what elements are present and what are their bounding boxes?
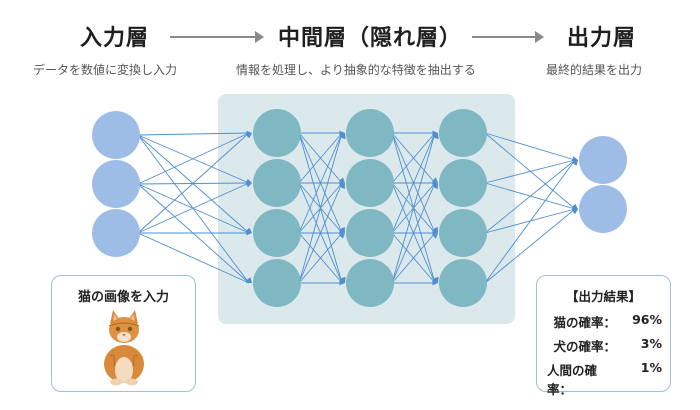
edge xyxy=(137,183,250,284)
hidden1-node xyxy=(253,109,301,157)
arrow-input-to-hidden xyxy=(170,31,264,43)
input-layer-title: 入力層 xyxy=(80,26,150,51)
edge xyxy=(484,159,576,234)
edge xyxy=(137,183,250,234)
hidden2-node xyxy=(346,159,394,207)
cat-image xyxy=(104,310,144,386)
edge xyxy=(484,159,576,284)
edge xyxy=(484,208,576,284)
edge xyxy=(391,132,436,184)
input-node xyxy=(92,160,140,208)
result-label-cat: 猫の確率： xyxy=(553,315,616,330)
edge xyxy=(137,132,250,234)
edge-arrowhead xyxy=(339,277,345,283)
hidden-layer-subtitle: 情報を処理し、より抽象的な特徴を抽出する xyxy=(236,63,476,77)
edge xyxy=(298,182,343,284)
edge xyxy=(137,134,250,284)
edge-arrowhead xyxy=(246,183,252,188)
hidden2-node xyxy=(346,109,394,157)
edge-arrowhead xyxy=(434,133,439,139)
input-node xyxy=(92,209,140,257)
edge-arrowhead xyxy=(340,183,345,189)
edge xyxy=(391,132,436,234)
hidden3-node xyxy=(439,109,487,157)
edge-arrowhead xyxy=(246,230,252,236)
edge xyxy=(391,232,436,284)
edge xyxy=(137,134,250,234)
output-result-caption: 【出力結果】 xyxy=(565,289,641,304)
edge-arrowhead xyxy=(339,233,345,239)
nodes xyxy=(92,109,627,307)
output-node xyxy=(579,136,627,184)
edge xyxy=(391,132,436,284)
edge-arrowhead xyxy=(246,133,252,139)
hidden-layer-title: 中間層（隠れ層） xyxy=(278,26,463,51)
output-result-box: 【出力結果】 猫の確率： 96% 犬の確率： 3% 人間の確率： 1% xyxy=(536,275,671,397)
edge xyxy=(484,159,576,184)
result-value-dog: 3% xyxy=(640,336,662,351)
edge xyxy=(137,132,250,185)
output-node xyxy=(579,185,627,233)
edge-arrowhead xyxy=(572,160,578,166)
result-label-dog: 犬の確率： xyxy=(553,339,616,354)
input-image-box: 猫の画像を入力 xyxy=(51,275,196,392)
edge-arrowhead xyxy=(339,227,345,233)
edge-arrowhead xyxy=(339,177,345,183)
edge xyxy=(137,132,250,136)
edge-arrowhead xyxy=(572,209,578,215)
input-node xyxy=(92,111,140,159)
edge-arrowhead xyxy=(432,233,438,239)
edge-arrowhead xyxy=(339,280,345,286)
hidden1-node xyxy=(253,209,301,257)
result-value-human: 1% xyxy=(640,360,662,375)
hidden1-node xyxy=(253,159,301,207)
output-layer-title: 出力層 xyxy=(567,26,637,51)
edge xyxy=(298,132,343,284)
edge xyxy=(298,132,343,184)
edge-arrowhead xyxy=(432,280,438,286)
edge-arrowhead xyxy=(341,133,346,139)
edge xyxy=(484,132,576,161)
edge xyxy=(298,132,343,234)
edge-arrowhead xyxy=(432,277,438,283)
hidden1-node xyxy=(253,259,301,307)
edge-arrowhead xyxy=(432,227,438,233)
output-layer-subtitle: 最終的結果を出力 xyxy=(546,63,643,77)
edge-arrowhead xyxy=(433,183,438,189)
input-layer-subtitle: データを数値に変換し入力 xyxy=(33,63,178,77)
hidden3-node xyxy=(439,259,487,307)
edge xyxy=(391,182,436,284)
edges xyxy=(137,130,578,286)
edge xyxy=(137,182,250,234)
edge xyxy=(298,232,343,284)
arrow-hidden-to-output xyxy=(472,31,544,43)
edge-arrowhead xyxy=(432,177,438,183)
result-value-cat: 96% xyxy=(632,312,662,327)
hidden2-node xyxy=(346,209,394,257)
hidden3-node xyxy=(439,209,487,257)
edge xyxy=(484,132,576,210)
hidden3-node xyxy=(439,159,487,207)
result-label-human: 人間の確率： xyxy=(547,363,598,397)
edge xyxy=(137,232,250,284)
hidden2-node xyxy=(346,259,394,307)
edge-arrowhead xyxy=(246,278,252,283)
input-image-caption: 猫の画像を入力 xyxy=(77,290,169,305)
edge xyxy=(137,134,250,184)
